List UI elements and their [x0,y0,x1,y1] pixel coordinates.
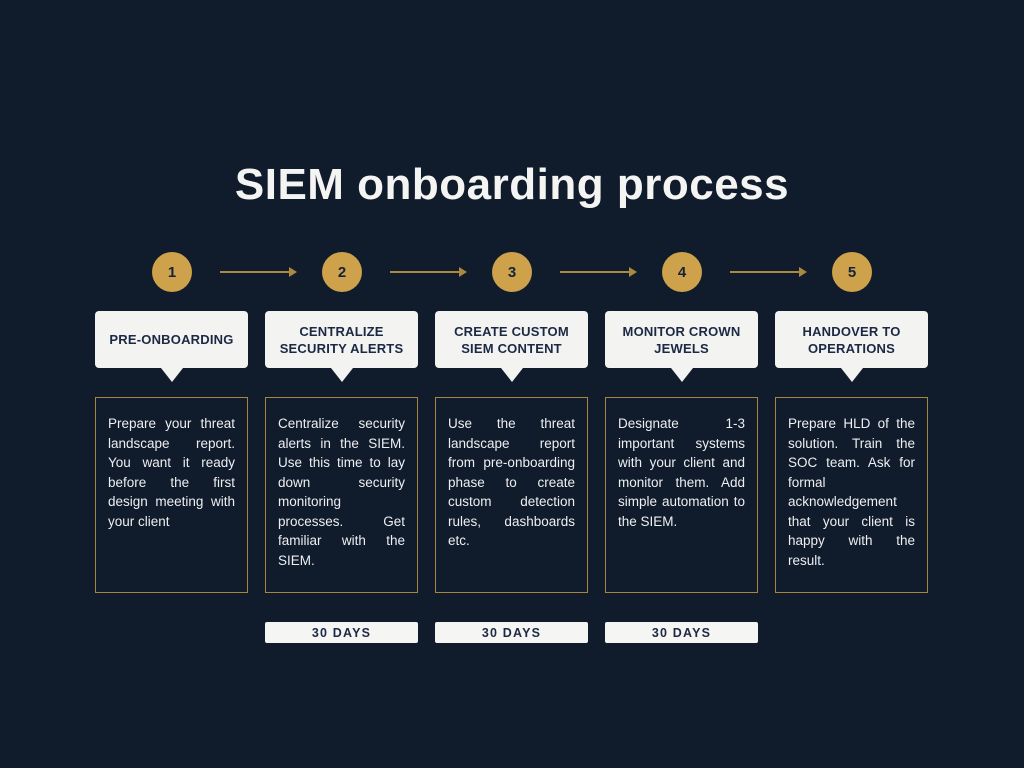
duration-badge: 30 DAYS [435,622,588,643]
step-description-box-3: Use the threat landscape report from pre… [435,397,588,593]
step-title-label: MONITOR CROWN JEWELS [622,323,741,356]
arrow-right-icon [730,267,807,277]
arrow-right-icon [560,267,637,277]
step-description-text: Prepare your threat landscape report. Yo… [108,416,235,529]
duration-badge: 30 DAYS [605,622,758,643]
step-title-label: CENTRALIZE SECURITY ALERTS [279,323,404,356]
step-title-card-5: HANDOVER TO OPERATIONS [775,311,928,382]
step-title-card-1: PRE-ONBOARDING [95,311,248,382]
step-description-box-1: Prepare your threat landscape report. Yo… [95,397,248,593]
step-title-label: PRE-ONBOARDING [109,332,234,347]
step-title-label: CREATE CUSTOM SIEM CONTENT [454,323,569,356]
step-title-label: HANDOVER TO OPERATIONS [802,323,901,356]
step-description-text: Designate 1-3 important systems with you… [618,416,745,529]
step-description-box-5: Prepare HLD of the solution. Train the S… [775,397,928,593]
step-description-box-4: Designate 1-3 important systems with you… [605,397,758,593]
step-number-badge-4: 4 [662,252,702,292]
step-title-card-4: MONITOR CROWN JEWELS [605,311,758,382]
step-description-text: Centralize security alerts in the SIEM. … [278,416,405,568]
page-title: SIEM onboarding process [234,160,790,209]
arrow-right-icon [220,267,297,277]
step-number-badge-2: 2 [322,252,362,292]
step-title-card-3: CREATE CUSTOM SIEM CONTENT [435,311,588,382]
arrow-right-icon [390,267,467,277]
step-description-text: Use the threat landscape report from pre… [448,416,575,548]
step-description-box-2: Centralize security alerts in the SIEM. … [265,397,418,593]
step-title-card-2: CENTRALIZE SECURITY ALERTS [265,311,418,382]
step-number-badge-1: 1 [152,252,192,292]
step-number-badge-3: 3 [492,252,532,292]
duration-badge: 30 DAYS [265,622,418,643]
step-description-text: Prepare HLD of the solution. Train the S… [788,416,915,568]
step-number-badge-5: 5 [832,252,872,292]
